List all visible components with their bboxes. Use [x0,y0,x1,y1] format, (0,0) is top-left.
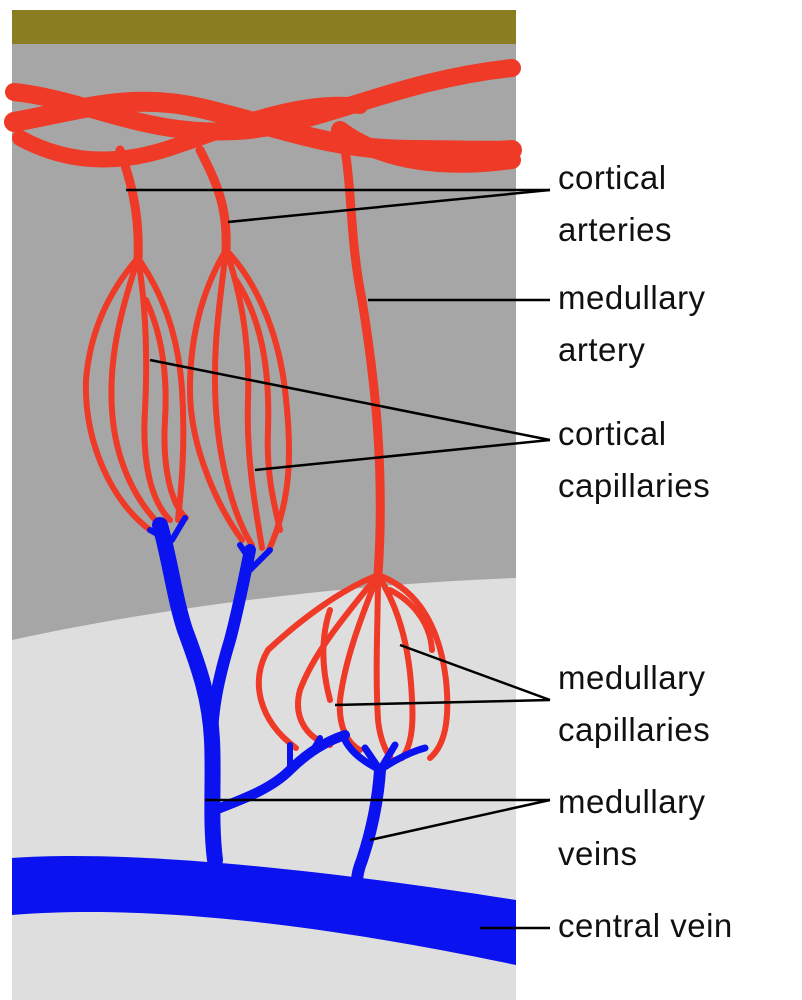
label-medullary-artery-line2: artery [558,331,646,368]
leader-medullary-veins-b [369,798,551,842]
label-medullary-capillaries: medullary capillaries [558,652,710,756]
cortical-artery-vessels [115,145,385,580]
label-cortical-arteries-line2: arteries [558,211,673,248]
label-medullary-capillaries-line1: medullary [558,659,706,696]
leader-cortical-capillaries-b [254,438,551,472]
cortex-surface-band [12,10,516,44]
label-cortical-capillaries: cortical capillaries [558,408,710,512]
label-cortical-capillaries-line1: cortical [558,415,667,452]
label-cortical-arteries: cortical arteries [558,152,672,256]
label-medullary-artery: medullary artery [558,272,706,376]
label-central-vein: central vein [558,900,733,952]
label-medullary-veins: medullary veins [558,776,706,880]
surface-arteries [4,59,522,173]
cortical-capillary-network [82,247,293,555]
leader-medullary-capillaries-b [334,698,551,707]
leader-lines [126,188,551,930]
leader-medullary-capillaries-a [399,643,551,702]
label-central-vein-line1: central vein [558,907,733,944]
leader-cortical-arteries-b [227,188,551,224]
label-medullary-artery-line1: medullary [558,279,706,316]
central-vein [12,855,516,965]
label-medullary-veins-line2: veins [558,835,638,872]
label-cortical-arteries-line1: cortical [558,159,667,196]
label-cortical-capillaries-line2: capillaries [558,467,711,504]
label-medullary-capillaries-line2: capillaries [558,711,711,748]
label-medullary-veins-line1: medullary [558,783,706,820]
leader-cortical-capillaries-a [149,358,551,442]
